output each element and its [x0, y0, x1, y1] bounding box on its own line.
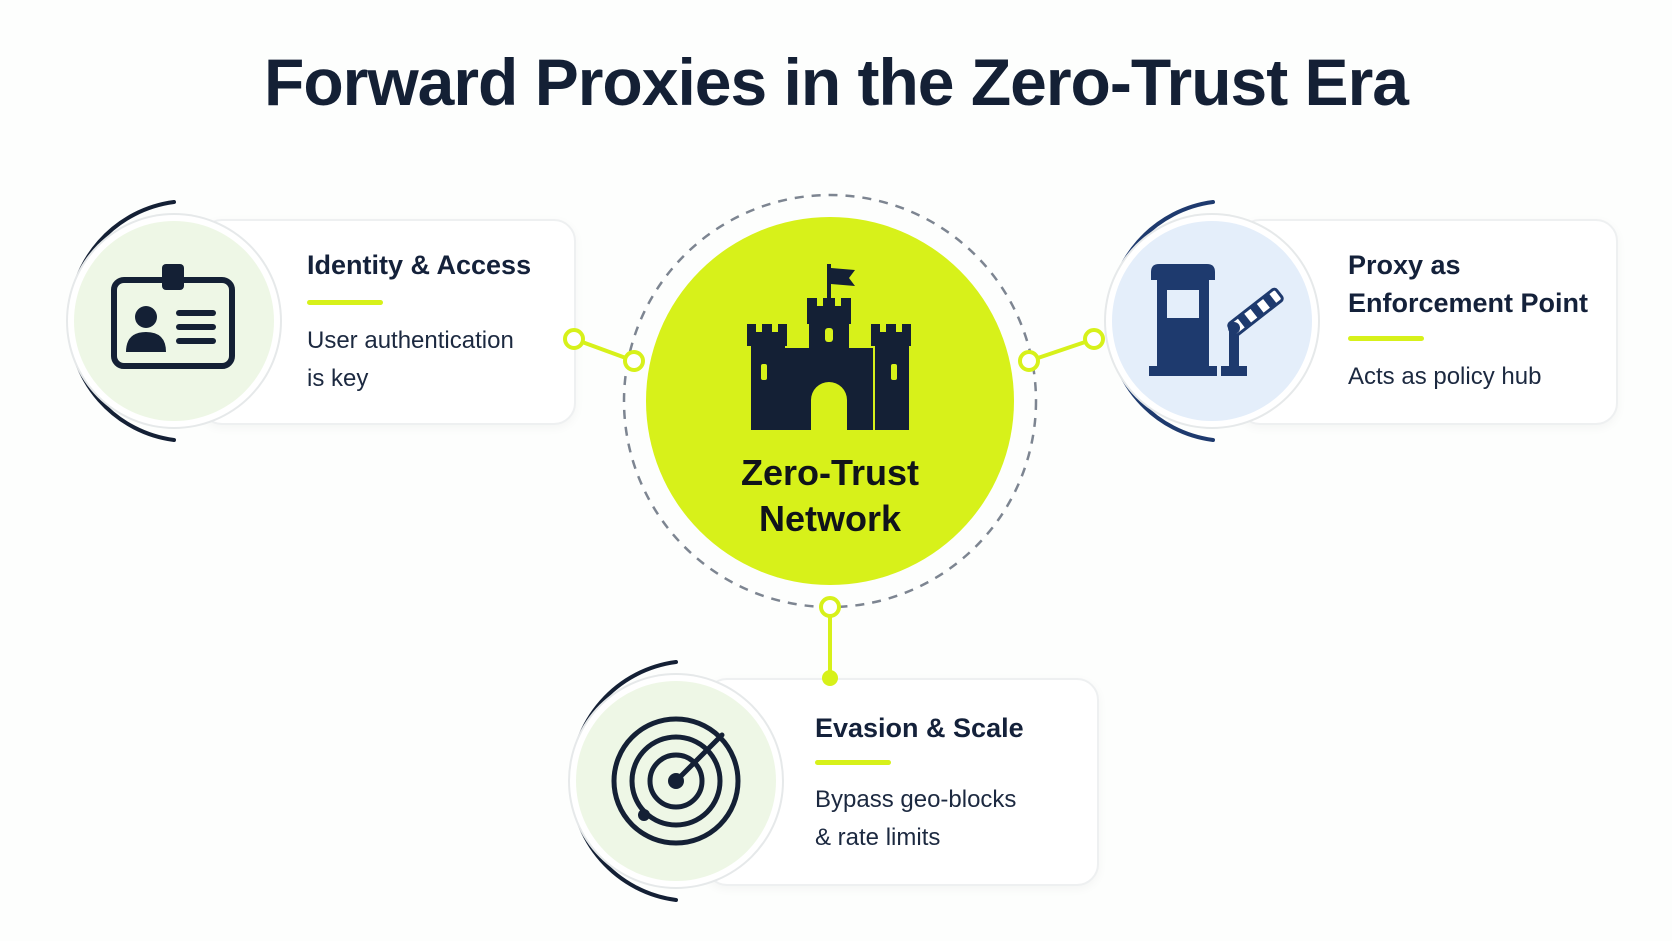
connector-dot — [1083, 328, 1105, 350]
connector-dot — [623, 350, 645, 372]
identity-badge — [74, 221, 274, 421]
evasion-accent-bar — [815, 760, 891, 765]
identity-description-line2: is key — [307, 365, 369, 392]
identity-badge-arc — [67, 200, 176, 442]
radar-icon — [611, 716, 741, 846]
connector-proxy — [1028, 337, 1095, 363]
identity-description: User authentication is key — [307, 322, 514, 398]
evasion-title: Evasion & Scale — [815, 713, 1024, 743]
connector-dot — [819, 596, 841, 618]
connector-dot — [563, 328, 585, 350]
connector-dot — [1018, 350, 1040, 372]
identity-title: Identity & Access — [307, 250, 532, 280]
proxy-accent-bar — [1348, 336, 1424, 341]
connector-dot — [822, 670, 838, 686]
proxy-title-line2: Enforcement Point — [1348, 288, 1589, 318]
toll-barrier-icon — [1149, 264, 1284, 376]
proxy-description: Acts as policy hub — [1348, 363, 1542, 390]
proxy-title: Proxy as Enforcement Point — [1348, 246, 1588, 322]
evasion-description-line1: Bypass geo-blocks — [815, 786, 1017, 813]
castle-icon — [747, 264, 911, 430]
proxy-title-line1: Proxy as — [1348, 250, 1461, 280]
identity-description-line1: User authentication — [307, 327, 514, 354]
identity-accent-bar — [307, 300, 383, 305]
center-label: Zero-Trust Network — [640, 450, 1020, 542]
evasion-badge-arc — [569, 660, 678, 902]
proxy-badge — [1112, 221, 1312, 421]
id-badge-icon — [111, 264, 235, 369]
evasion-description: Bypass geo-blocks & rate limits — [815, 781, 1016, 857]
center-label-line1: Zero-Trust — [740, 452, 919, 493]
evasion-description-line2: & rate limits — [815, 824, 941, 851]
center-label-line2: Network — [758, 498, 902, 539]
diagram-title: Forward Proxies in the Zero-Trust Era — [264, 45, 1409, 119]
proxy-badge-arc — [1106, 200, 1215, 442]
